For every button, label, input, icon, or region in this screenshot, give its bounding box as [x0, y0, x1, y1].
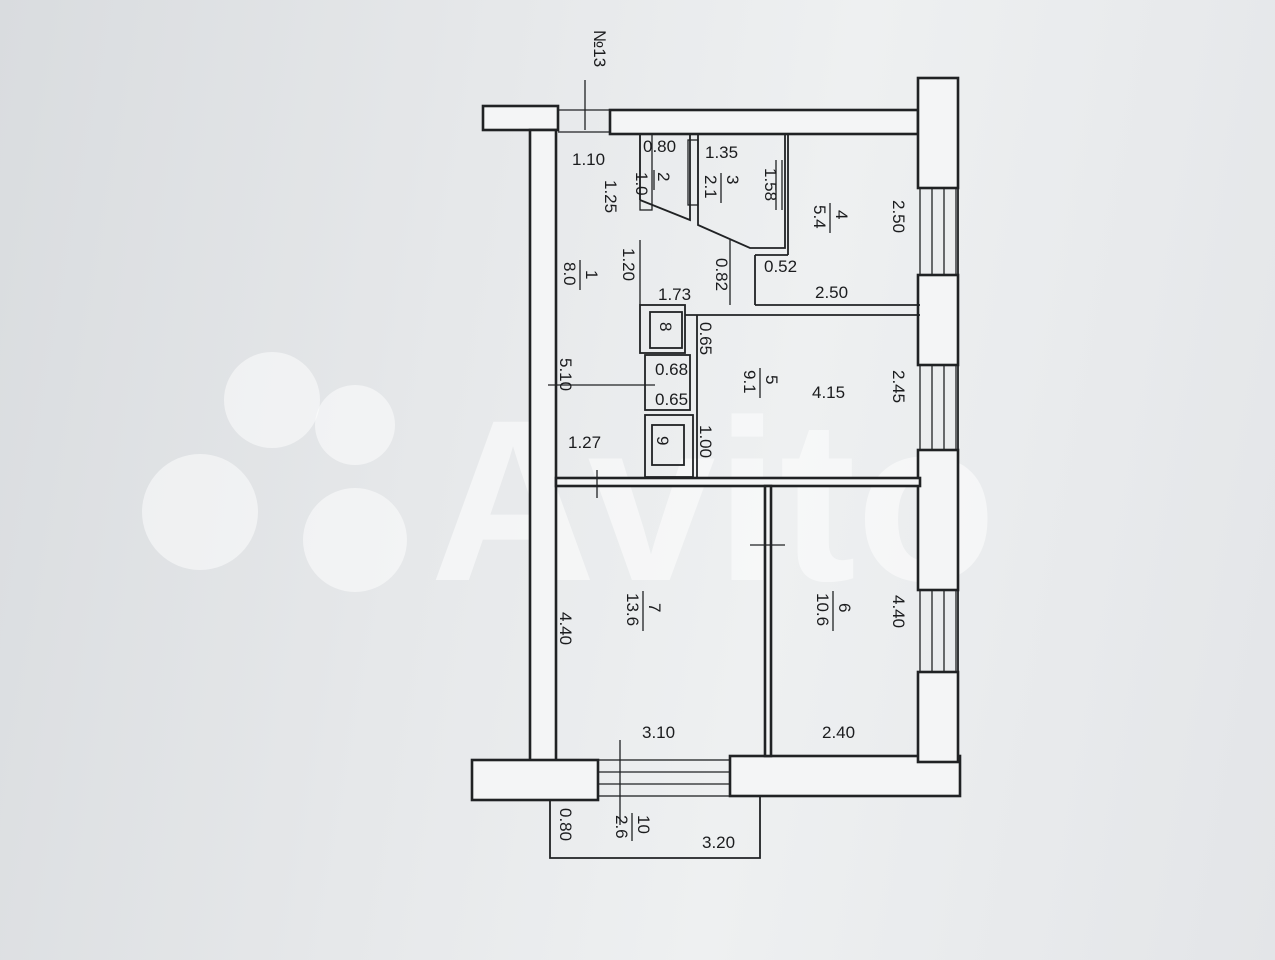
- svg-text:5: 5: [762, 375, 781, 384]
- svg-text:1: 1: [582, 270, 601, 279]
- room-3-label: 3 2.1: [701, 173, 742, 203]
- dim-1-73: 1.73: [658, 285, 691, 304]
- dim-0-80-balcony: 0.80: [556, 808, 575, 841]
- dim-3-10: 3.10: [642, 723, 675, 742]
- balcony-outline: [549, 796, 761, 859]
- wall: [481, 104, 560, 132]
- svg-text:3: 3: [723, 175, 742, 184]
- window: [919, 187, 957, 276]
- watermark: Avito: [142, 352, 996, 629]
- dim-0-65-b: 0.65: [655, 390, 688, 409]
- wall: [528, 128, 558, 764]
- building-number: №13: [590, 30, 609, 67]
- svg-text:2.6: 2.6: [612, 815, 631, 839]
- room-7-label: 7 13.6: [623, 591, 664, 631]
- svg-text:2.1: 2.1: [701, 175, 720, 199]
- room-2-label: 2 1.0: [632, 170, 673, 196]
- dim-1-35: 1.35: [705, 143, 738, 162]
- svg-text:8.0: 8.0: [560, 262, 579, 286]
- dim-2-50-horizontal: 2.50: [815, 283, 848, 302]
- dim-2-40: 2.40: [822, 723, 855, 742]
- wall: [554, 476, 922, 488]
- dim-0-68: 0.68: [655, 360, 688, 379]
- wall: [916, 273, 960, 367]
- wall: [470, 758, 600, 802]
- room-6-label: 6 10.6: [813, 591, 854, 631]
- wall: [763, 484, 773, 758]
- dim-1-27: 1.27: [568, 433, 601, 452]
- svg-text:4: 4: [832, 210, 851, 219]
- dim-4-40-right: 4.40: [889, 595, 908, 628]
- svg-text:1.0: 1.0: [632, 172, 651, 196]
- window: [919, 364, 957, 451]
- dim-2-45: 2.45: [889, 370, 908, 403]
- closet-8: [649, 311, 683, 349]
- svg-text:6: 6: [835, 603, 854, 612]
- svg-text:13.6: 13.6: [623, 593, 642, 626]
- dim-4-40-left: 4.40: [556, 612, 575, 645]
- svg-text:5.4: 5.4: [810, 205, 829, 229]
- dim-0-80: 0.80: [643, 137, 676, 156]
- svg-text:10.6: 10.6: [813, 593, 832, 626]
- room-1-label: 1 8.0: [560, 260, 601, 290]
- dim-5-10: 5.10: [556, 358, 575, 391]
- room-8-label: 8: [656, 322, 675, 331]
- window: [919, 589, 957, 673]
- dim-1-00: 1.00: [696, 425, 715, 458]
- dim-0-65-a: 0.65: [696, 322, 715, 355]
- watermark-text: Avito: [430, 372, 996, 629]
- svg-text:7: 7: [645, 603, 664, 612]
- room-9-label: 9: [653, 436, 672, 445]
- dim-4-15: 4.15: [812, 383, 845, 402]
- dim-1-25: 1.25: [601, 180, 620, 213]
- wall: [916, 76, 960, 190]
- room-10-label: 10 2.6: [612, 813, 653, 841]
- svg-text:2: 2: [654, 172, 673, 181]
- dim-1-10: 1.10: [572, 150, 605, 169]
- balcony-door: [597, 759, 731, 797]
- room-4-label: 4 5.4: [810, 203, 851, 233]
- dim-1-20: 1.20: [619, 248, 638, 281]
- wall: [916, 670, 960, 764]
- dim-2-50-vertical: 2.50: [889, 200, 908, 233]
- wall: [916, 448, 960, 592]
- svg-text:9.1: 9.1: [740, 370, 759, 394]
- dim-3-20: 3.20: [702, 833, 735, 852]
- svg-text:10: 10: [634, 815, 653, 834]
- dim-1-58: 1.58: [761, 168, 780, 201]
- closet-9: [651, 424, 685, 466]
- dim-0-82: 0.82: [712, 258, 731, 291]
- wall: [608, 108, 920, 136]
- room-5-label: 5 9.1: [740, 368, 781, 398]
- dim-0-52: 0.52: [764, 257, 797, 276]
